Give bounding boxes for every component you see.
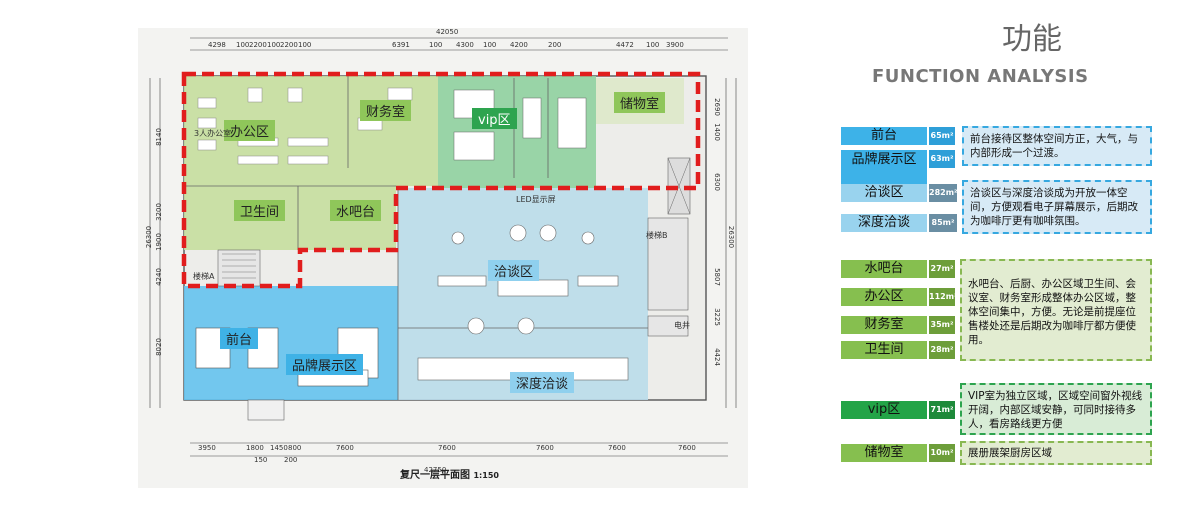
bottom-dim-7: 7600: [536, 444, 554, 452]
legend-tag-showroom: 品牌展示区: [841, 150, 927, 184]
bottom-dim-9: 7600: [678, 444, 696, 452]
top-dim-1: 4298: [208, 41, 226, 49]
stair-a-label: 楼梯A: [193, 272, 215, 281]
bottom-dim-6: 7600: [438, 444, 456, 452]
legend-tag-bar: 水吧台: [841, 260, 927, 278]
legend-tag-lounge: 洽谈区: [841, 184, 927, 202]
legend-desc-reception: 前台接待区整体空间方正，大气，与内部形成一个过渡。: [962, 126, 1152, 166]
legend-tag-office: 办公区: [841, 288, 927, 306]
bottom-sub-dim-2: 200: [284, 456, 298, 464]
legend-tag-storage: 储物室: [841, 444, 927, 462]
legend-desc-office: 水吧台、后厨、办公区域卫生间、会议室、财务室形成整体办公区域，整体空间集中，方便…: [960, 259, 1152, 361]
zone-lounge-label: 洽谈区: [488, 260, 540, 281]
small-office-label: 3人办公室: [194, 129, 232, 138]
zone-office-label: 办公区: [224, 120, 276, 141]
top-dim-7: 6391: [392, 41, 410, 49]
top-dim-9: 4300: [456, 41, 474, 49]
zone-reception-label: 前台: [220, 328, 259, 349]
right-dim-5: 3225: [712, 308, 721, 326]
legend-desc-storage: 展册展架厨房区域: [960, 441, 1152, 465]
title-cn: 功能: [1002, 22, 1062, 57]
legend-desc-vip: VIP室为独立区域，区域空间窗外视线开阔，内部区域安静，可同时接待多人，看房路线…: [960, 383, 1152, 435]
legend-area-toilet: 28m²: [929, 341, 955, 359]
right-total-dim: 26300: [727, 225, 736, 249]
legend-tag-deep: 深度洽谈: [841, 214, 927, 232]
legend-tag-vip: vip区: [841, 401, 927, 419]
left-dim-5: 8020: [154, 338, 163, 356]
legend-area-finance: 35m²: [929, 316, 955, 334]
left-dim-3: 1900: [154, 233, 163, 251]
bottom-dim-3: 1450: [270, 444, 288, 452]
top-dim-12: 200: [548, 41, 562, 49]
top-dim-8: 100: [429, 41, 443, 49]
bottom-total-dim: 42750: [424, 466, 447, 474]
zone-deep-label: 深度洽谈: [510, 372, 575, 393]
right-dim-3: 6300: [712, 173, 721, 191]
legend-area-showroom: 63m²: [929, 150, 955, 168]
top-dim-15: 3900: [666, 41, 684, 49]
legend-area-storage: 10m²: [929, 444, 955, 462]
stair-b-label: 楼梯B: [646, 231, 668, 240]
legend-tag-reception: 前台: [841, 127, 927, 145]
right-dim-2: 1400: [712, 123, 721, 141]
top-dim-11: 4200: [510, 41, 528, 49]
led-label: LED显示屏: [516, 195, 556, 204]
legend-area-reception: 65m²: [929, 127, 955, 145]
left-dim-2: 3200: [154, 203, 163, 221]
left-total-dim: 26300: [145, 225, 154, 249]
legend-tag-finance: 财务室: [841, 316, 927, 334]
zone-storage-label: 储物室: [614, 92, 666, 113]
plan-caption: 复尺一层平面图 1:150: [400, 470, 499, 481]
right-dim-1: 2690: [712, 98, 721, 116]
bottom-dim-2: 1800: [246, 444, 264, 452]
floor-plan: 42050 4298 100 2200 100 2200 100 6391 10…: [138, 28, 748, 488]
bottom-dim-4: 800: [288, 444, 302, 452]
top-dim-2: 100: [236, 41, 250, 49]
legend-desc-lounge: 洽谈区与深度洽谈成为开放一体空间，方便观看电子屏幕展示，后期改为咖啡厅更有咖啡氛…: [962, 180, 1152, 234]
top-dim-6: 100: [298, 41, 312, 49]
top-dim-10: 100: [483, 41, 497, 49]
top-dim-13: 4472: [616, 41, 634, 49]
right-dim-6: 4424: [712, 348, 721, 366]
title-en: FUNCTION ANALYSIS: [872, 66, 1089, 87]
bottom-dim-1: 3950: [198, 444, 216, 452]
bottom-sub-dim-1: 150: [254, 456, 268, 464]
top-dim-5: 2200: [280, 41, 298, 49]
zone-finance-label: 财务室: [360, 100, 412, 121]
zone-showroom-label: 品牌展示区: [286, 354, 364, 375]
bottom-dim-5: 7600: [336, 444, 354, 452]
bottom-dim-8: 7600: [608, 444, 626, 452]
left-dim-1: 8140: [154, 128, 163, 146]
zone-bar-label: 水吧台: [330, 200, 382, 221]
legend-area-deep: 85m²: [929, 214, 957, 232]
top-dim-4: 100: [267, 41, 281, 49]
right-dim-4: 5807: [712, 268, 721, 286]
zone-vip-label: vip区: [472, 108, 517, 129]
left-dim-4: 4240: [154, 268, 163, 286]
zone-toilet-label: 卫生间: [234, 200, 286, 221]
legend-area-bar: 27m²: [929, 260, 955, 278]
elevator-label: 电井: [674, 321, 690, 330]
top-total-dim: 42050: [436, 28, 459, 36]
top-dim-14: 100: [646, 41, 660, 49]
legend-area-vip: 71m²: [929, 401, 955, 419]
legend-tag-toilet: 卫生间: [841, 341, 927, 359]
legend-area-office: 112m²: [929, 288, 958, 306]
top-dim-3: 2200: [249, 41, 267, 49]
legend-area-lounge: 282m²: [929, 184, 958, 202]
